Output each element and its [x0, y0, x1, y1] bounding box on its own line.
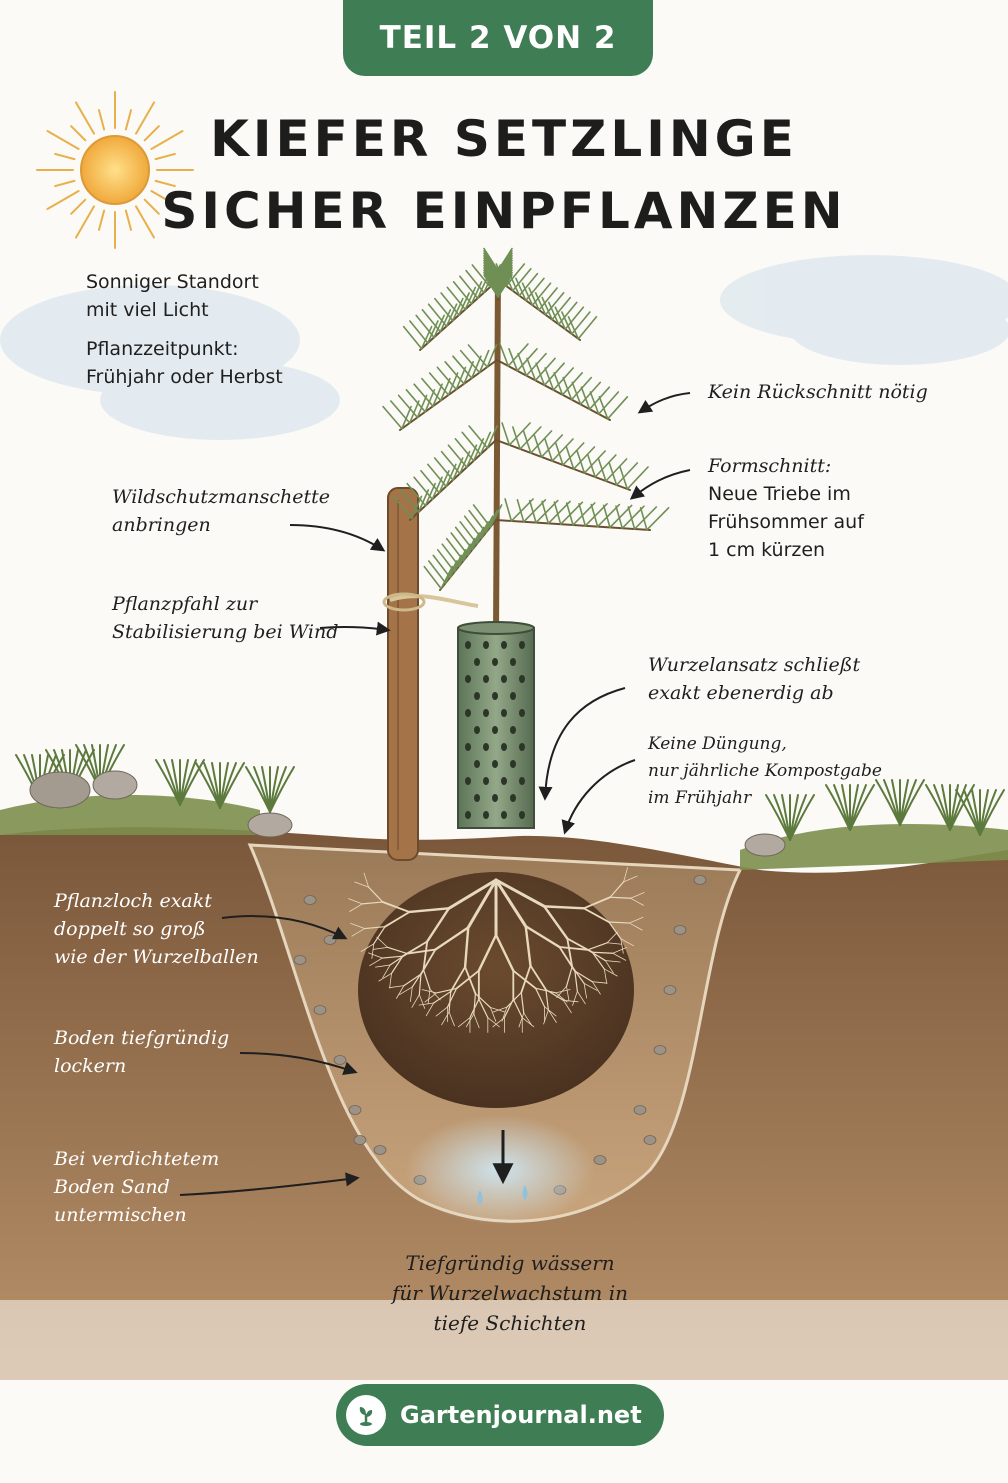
part-badge: TEIL 2 VON 2: [343, 0, 653, 76]
label-boden: Boden tiefgründig lockern: [54, 1024, 229, 1080]
label-line: Bei verdichtetem: [54, 1148, 220, 1170]
root-ball: [348, 867, 645, 1108]
ground-vegetation: [0, 744, 1008, 870]
label-line: Pflanzpfahl zur: [112, 593, 258, 615]
label-pflanzpfahl: Pflanzpfahl zur Stabilisierung bei Wind: [112, 590, 338, 646]
label-line: untermischen: [54, 1204, 187, 1226]
label-wildschutz: Wildschutzmanschette anbringen: [112, 483, 330, 539]
label-line: lockern: [54, 1055, 127, 1077]
label-line: Boden tiefgründig: [54, 1027, 230, 1049]
annotation-arrows: [179, 392, 691, 1196]
label-wasser: Tiefgründig wässern für Wurzelwachstum i…: [380, 1248, 640, 1338]
label-line: Stabilisierung bei Wind: [112, 621, 339, 643]
label-line: wie der Wurzelballen: [54, 946, 259, 968]
page-title-line-1: KIEFER SETZLINGE: [210, 110, 798, 168]
pine-seedling: [382, 247, 670, 821]
label-standort: Sonniger Standort mit viel Licht: [86, 268, 259, 324]
label-line: Keine Düngung,: [648, 734, 787, 754]
label-wurzelansatz: Wurzelansatz schließt exakt ebenerdig ab: [648, 651, 860, 707]
label-pflanzloch: Pflanzloch exakt doppelt so groß wie der…: [54, 887, 259, 971]
label-sand: Bei verdichtetem Boden Sand untermischen: [54, 1145, 219, 1229]
cloud-left: [0, 285, 340, 440]
label-line: 1 cm kürzen: [708, 539, 826, 561]
tree-guard: [457, 621, 535, 829]
label-line: Neue Triebe im: [708, 483, 851, 505]
brand-name: Gartenjournal.net: [400, 1401, 642, 1429]
label-formschnitt: Formschnitt: Neue Triebe im Frühsommer a…: [708, 452, 864, 564]
label-line: nur jährliche Kompostgabe: [648, 761, 882, 781]
label-line: doppelt so groß: [54, 918, 206, 940]
label-line: Frühjahr oder Herbst: [86, 366, 283, 388]
label-line: mit viel Licht: [86, 299, 209, 321]
page-title-line-2: SICHER EINPFLANZEN: [161, 182, 847, 240]
sun-icon: [36, 91, 194, 249]
label-line: Frühsommer auf: [708, 511, 864, 533]
label-line: im Frühjahr: [648, 788, 752, 808]
plant-stake: [382, 487, 479, 861]
label-line: Sonniger Standort: [86, 271, 259, 293]
label-line: tiefe Schichten: [433, 1311, 587, 1335]
label-duengung: Keine Düngung, nur jährliche Kompostgabe…: [648, 731, 882, 812]
label-line: exakt ebenerdig ab: [648, 682, 834, 704]
cloud-right: [720, 255, 1008, 365]
label-pflanzzeitpunkt: Pflanzzeitpunkt: Frühjahr oder Herbst: [86, 335, 283, 391]
label-line: Pflanzzeitpunkt:: [86, 338, 239, 360]
label-line: Wildschutzmanschette: [112, 486, 330, 508]
label-rueckschnitt: Kein Rückschnitt nötig: [708, 378, 928, 406]
label-line: Kein Rückschnitt nötig: [708, 381, 928, 403]
label-line: Tiefgründig wässern: [405, 1251, 615, 1275]
brand-badge[interactable]: Gartenjournal.net: [336, 1384, 664, 1446]
label-line: anbringen: [112, 514, 211, 536]
label-line: Wurzelansatz schließt: [648, 654, 861, 676]
sprout-icon: [346, 1395, 386, 1435]
label-line: Pflanzloch exakt: [54, 890, 212, 912]
label-line: Formschnitt:: [708, 455, 832, 477]
label-line: Boden Sand: [54, 1176, 170, 1198]
label-line: für Wurzelwachstum in: [391, 1281, 629, 1305]
